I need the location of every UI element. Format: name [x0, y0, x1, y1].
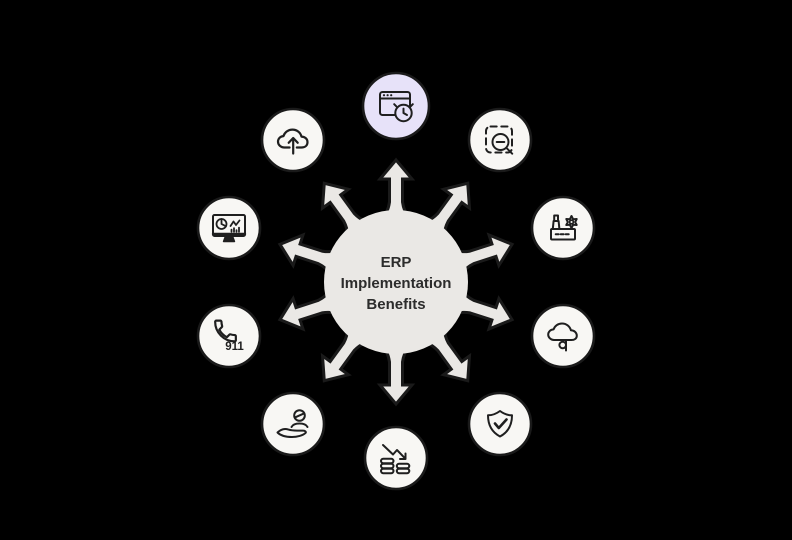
node-zoom-out-selection — [467, 107, 533, 173]
coins-decline-arrow-icon — [380, 444, 411, 475]
hub-title-line1: ERP — [381, 254, 412, 271]
node-hand-person — [260, 391, 326, 457]
hub-title-line2: Implementation — [341, 275, 452, 292]
node-circle — [363, 425, 429, 491]
node-circle — [467, 391, 533, 457]
node-dashboard-monitor — [196, 195, 262, 261]
dashboard-monitor-icon — [211, 214, 247, 243]
node-cloud-key — [530, 303, 596, 369]
node-circle — [530, 303, 596, 369]
node-cloud-upload — [260, 107, 326, 173]
node-factory-gear — [530, 195, 596, 261]
cloud-key-icon — [547, 322, 578, 352]
node-coins-decline — [363, 425, 429, 491]
phone-handset-icon — [214, 319, 237, 343]
hub: ERP Implementation Benefits — [324, 210, 468, 354]
node-shield-check — [467, 391, 533, 457]
factory-gear-icon — [550, 214, 578, 241]
node-circle — [260, 391, 326, 457]
node-phone-911: 911 — [196, 303, 262, 369]
phone-911-label: 911 — [225, 341, 244, 353]
hub-title-line3: Benefits — [366, 296, 425, 313]
node-circle — [196, 195, 262, 261]
app-window-clock-icon — [379, 91, 414, 123]
hub-circle — [324, 210, 468, 354]
cloud-upload-icon — [276, 128, 309, 155]
hand-person-icon — [276, 409, 309, 438]
zoom-out-selection-icon — [485, 125, 514, 155]
shield-check-icon — [487, 410, 513, 438]
node-app-window-clock — [361, 71, 431, 141]
